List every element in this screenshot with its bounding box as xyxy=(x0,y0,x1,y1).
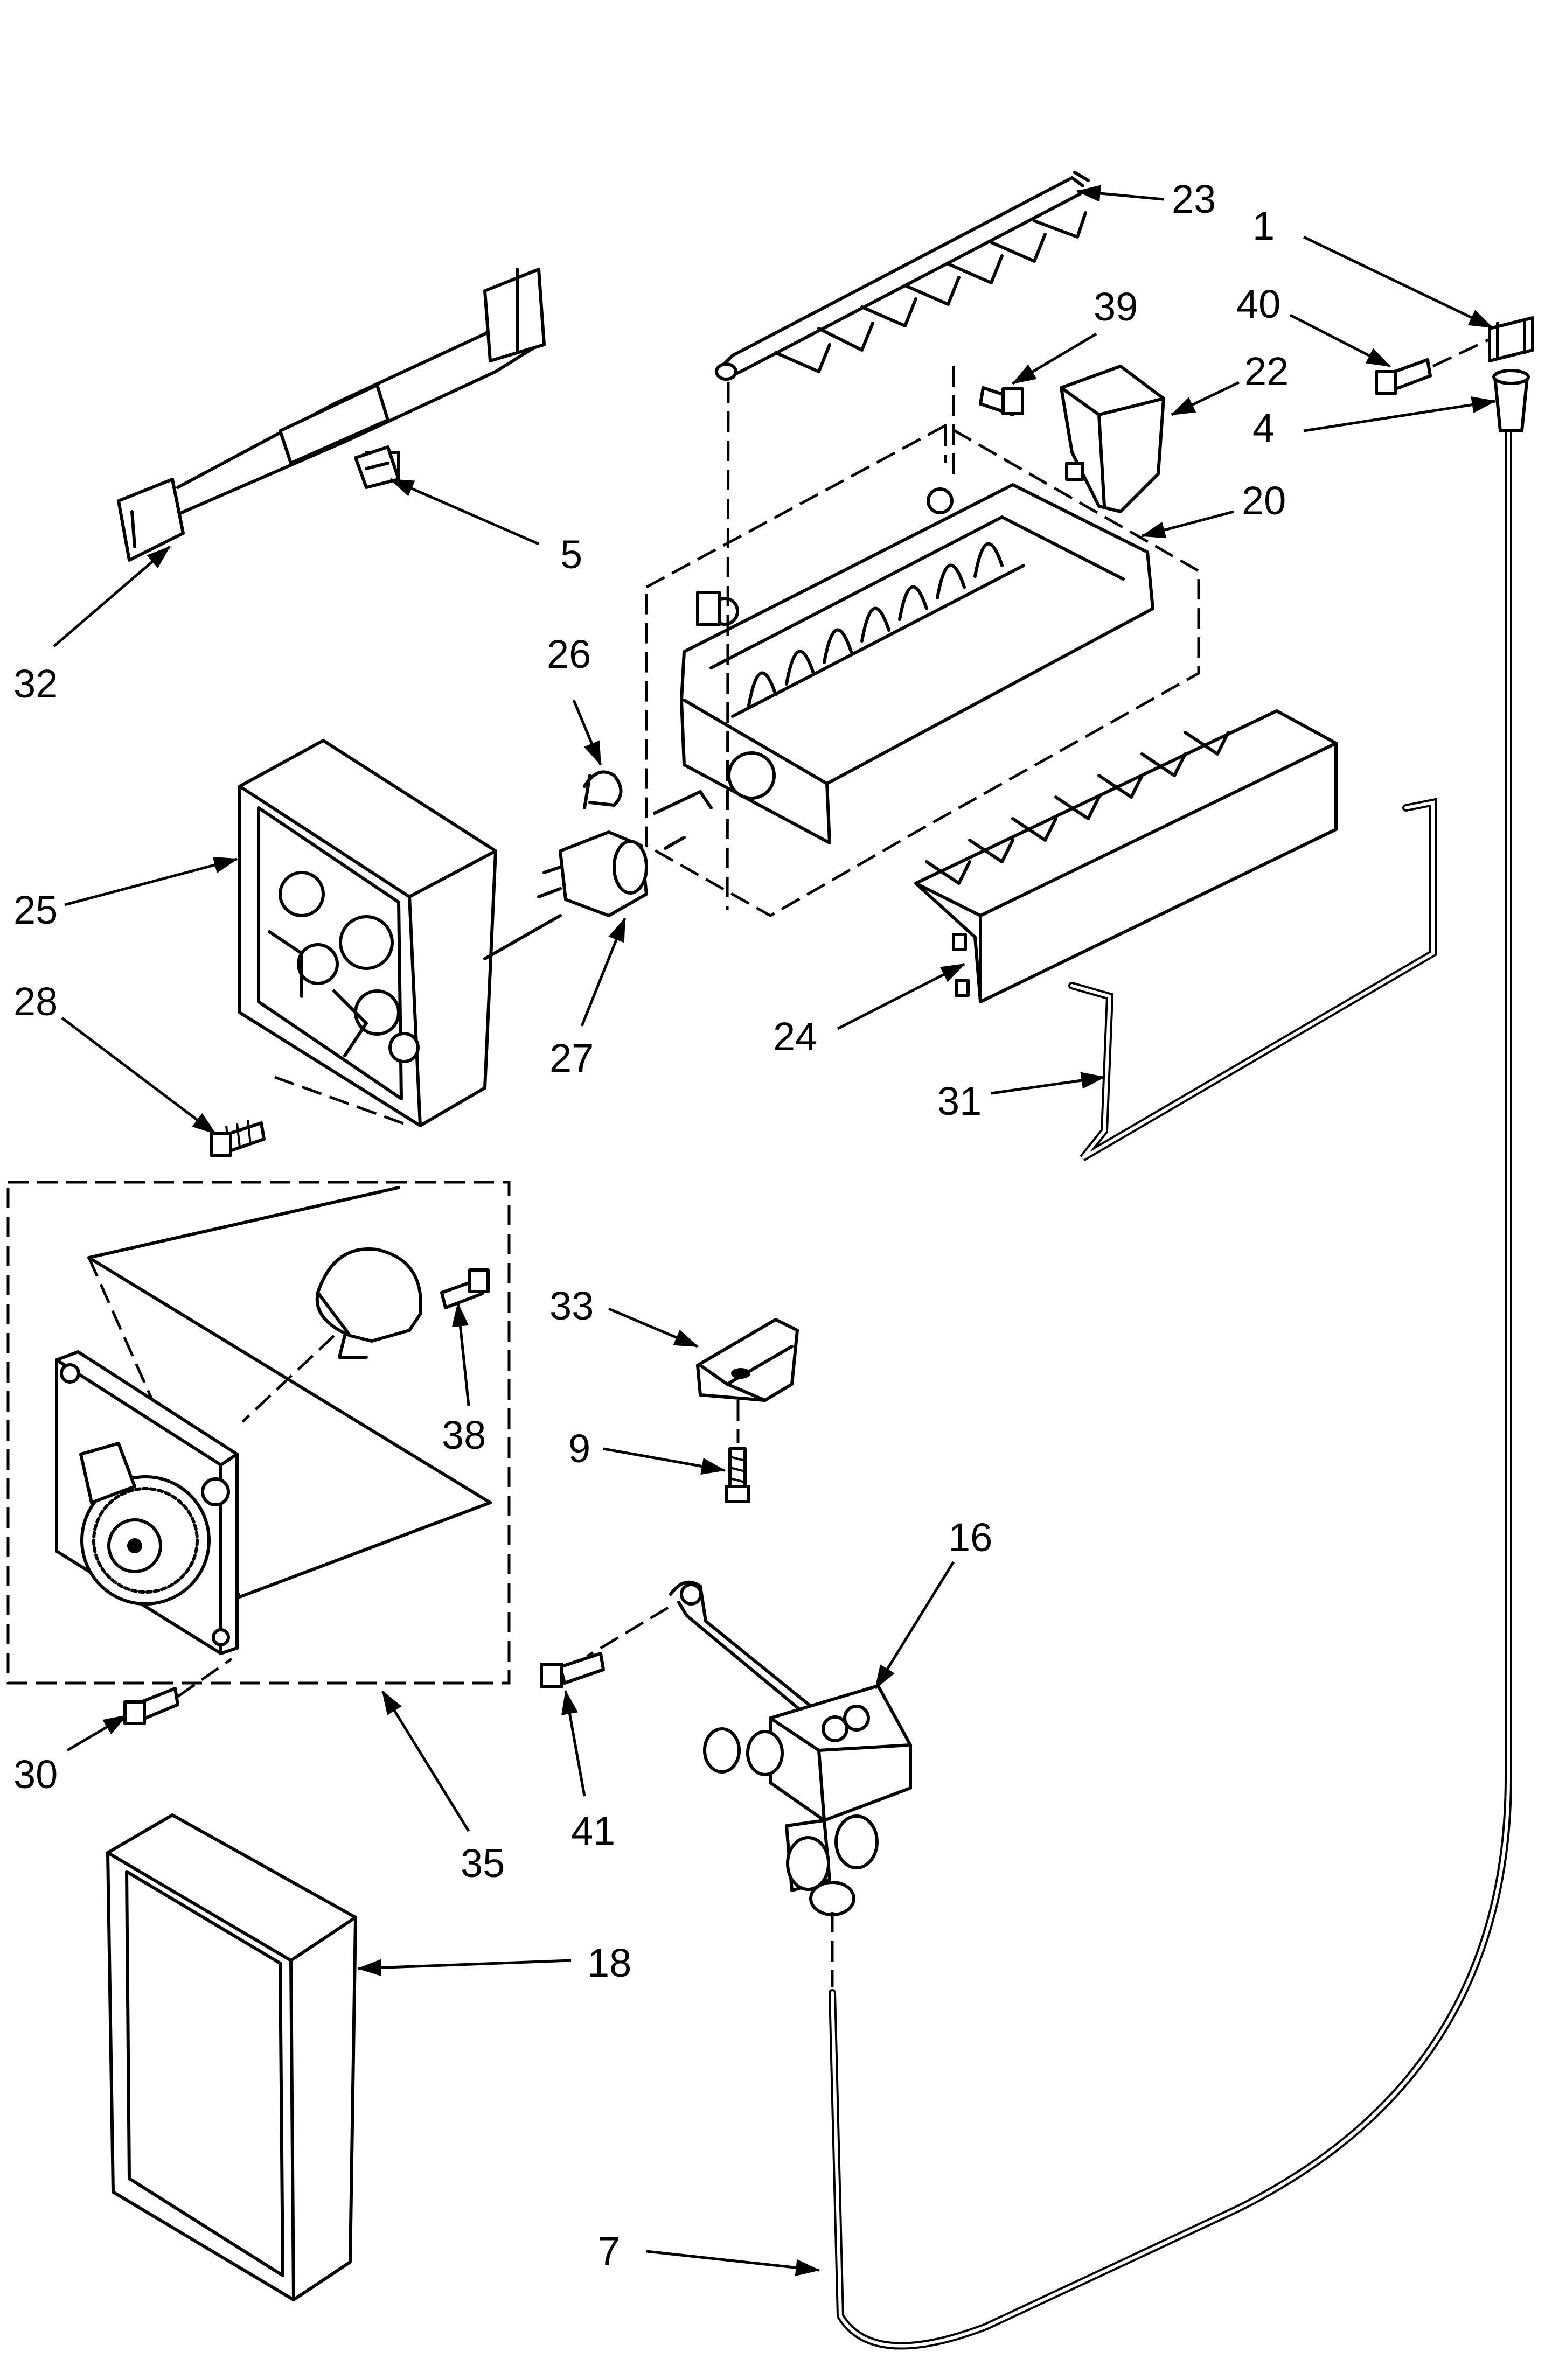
part-screw-40-axis xyxy=(1432,338,1491,368)
part-water-tube xyxy=(829,427,1512,2350)
part-cover xyxy=(914,709,1338,1003)
leader-5 xyxy=(389,478,539,546)
part-screw-28 xyxy=(210,1120,266,1157)
part-thermostat-clip xyxy=(583,770,623,809)
part-wire-harness xyxy=(117,268,546,562)
callout-38: 38 xyxy=(442,1413,486,1457)
callout-30: 30 xyxy=(13,1752,58,1797)
callout-labels: 23 1 39 40 22 4 20 5 32 26 25 28 27 24 3… xyxy=(13,177,1289,2273)
part-screw-9 xyxy=(725,1447,750,1503)
leader-41 xyxy=(561,1690,586,1797)
callout-4: 4 xyxy=(1252,406,1275,450)
leader-28 xyxy=(61,1017,217,1135)
callout-20: 20 xyxy=(1242,478,1286,523)
callout-33: 33 xyxy=(549,1283,594,1328)
callout-9: 9 xyxy=(568,1426,590,1471)
callout-23: 23 xyxy=(1172,177,1216,221)
part-screw-40 xyxy=(1375,358,1432,395)
callout-32: 32 xyxy=(13,661,58,706)
leader-33 xyxy=(608,1307,699,1348)
part-screw-41 xyxy=(540,1652,605,1688)
callout-40: 40 xyxy=(1236,282,1280,326)
leader-30 xyxy=(66,1714,128,1752)
callout-22: 22 xyxy=(1244,349,1289,394)
part-shutoff-arm xyxy=(1068,798,1437,1162)
leader-9 xyxy=(603,1447,726,1475)
callout-39: 39 xyxy=(1094,284,1138,329)
leader-20 xyxy=(1140,510,1234,539)
callout-25: 25 xyxy=(13,888,58,932)
leader-38 xyxy=(451,1302,470,1406)
part-screw-30-axis xyxy=(177,1657,233,1698)
part-control-module-assembly xyxy=(6,1181,511,1685)
leader-35 xyxy=(381,1690,470,1832)
callout-24: 24 xyxy=(773,1014,817,1059)
callout-35: 35 xyxy=(461,1841,505,1886)
part-tube-nut-1 xyxy=(1488,316,1534,362)
part-valve-axis xyxy=(586,1606,669,1658)
part-fill-cup xyxy=(1060,365,1165,513)
part-cover-block xyxy=(106,1813,357,2301)
part-tube-fitting-4 xyxy=(1492,369,1530,432)
leader-22 xyxy=(1170,381,1240,416)
leader-32 xyxy=(53,546,171,647)
part-mold-housing xyxy=(645,424,1200,917)
callout-18: 18 xyxy=(587,1941,631,1985)
part-screw-30 xyxy=(123,1687,179,1725)
part-housing-axis xyxy=(274,1076,410,1127)
part-screw-38 xyxy=(440,1268,490,1309)
part-water-valve xyxy=(669,1580,912,1916)
leader-lines xyxy=(53,185,1497,2277)
leader-23 xyxy=(1076,185,1164,202)
leader-18 xyxy=(357,1959,572,1977)
leader-31 xyxy=(991,1072,1106,1095)
leader-25 xyxy=(64,856,239,906)
callout-31: 31 xyxy=(937,1079,982,1123)
leader-27 xyxy=(580,917,627,1027)
callout-16: 16 xyxy=(948,1515,992,1560)
leader-40 xyxy=(1289,313,1391,368)
callout-27: 27 xyxy=(549,1036,594,1080)
part-thermostat xyxy=(483,830,648,960)
part-screw-39 xyxy=(979,386,1024,416)
leader-24 xyxy=(837,962,966,1030)
leader-4 xyxy=(1303,396,1497,432)
leader-39 xyxy=(1012,332,1097,385)
part-ejector-shaft xyxy=(715,171,1090,381)
leader-16 xyxy=(874,1561,955,1690)
leader-26 xyxy=(572,700,602,766)
part-shaft-axis xyxy=(726,382,730,911)
callout-28: 28 xyxy=(13,979,58,1024)
part-bracket xyxy=(696,1318,799,1402)
leader-7 xyxy=(646,2250,820,2277)
leader-1 xyxy=(1303,235,1494,329)
callout-26: 26 xyxy=(547,632,591,676)
part-control-housing xyxy=(238,739,497,1127)
callout-7: 7 xyxy=(598,2229,620,2273)
callout-1: 1 xyxy=(1252,204,1275,248)
callout-5: 5 xyxy=(560,532,582,577)
callout-41: 41 xyxy=(571,1809,615,1853)
